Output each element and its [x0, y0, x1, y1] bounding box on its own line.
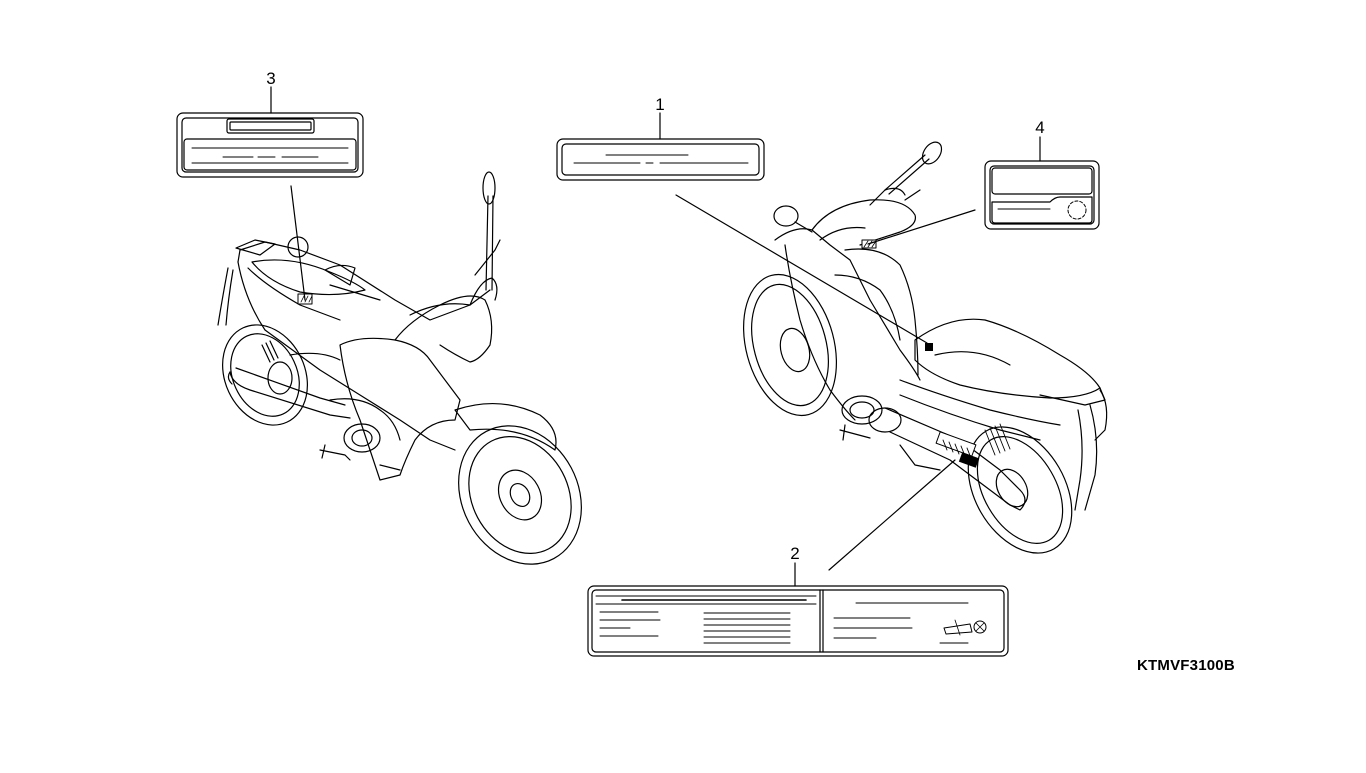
callout-4: 4: [1035, 118, 1045, 137]
callout-1: 1: [655, 95, 665, 114]
label-3-drawing: [176, 86, 364, 301]
motorcycle-left: [217, 171, 582, 565]
callout-2: 2: [790, 544, 800, 563]
label-2-drawing: [587, 459, 1009, 657]
label-4-drawing: [867, 136, 1100, 245]
drawing-code: KTMVF3100B: [1137, 657, 1235, 674]
callout-3: 3: [266, 69, 276, 88]
motorcycle-right: [742, 141, 1108, 554]
label-1-drawing: [556, 112, 928, 344]
